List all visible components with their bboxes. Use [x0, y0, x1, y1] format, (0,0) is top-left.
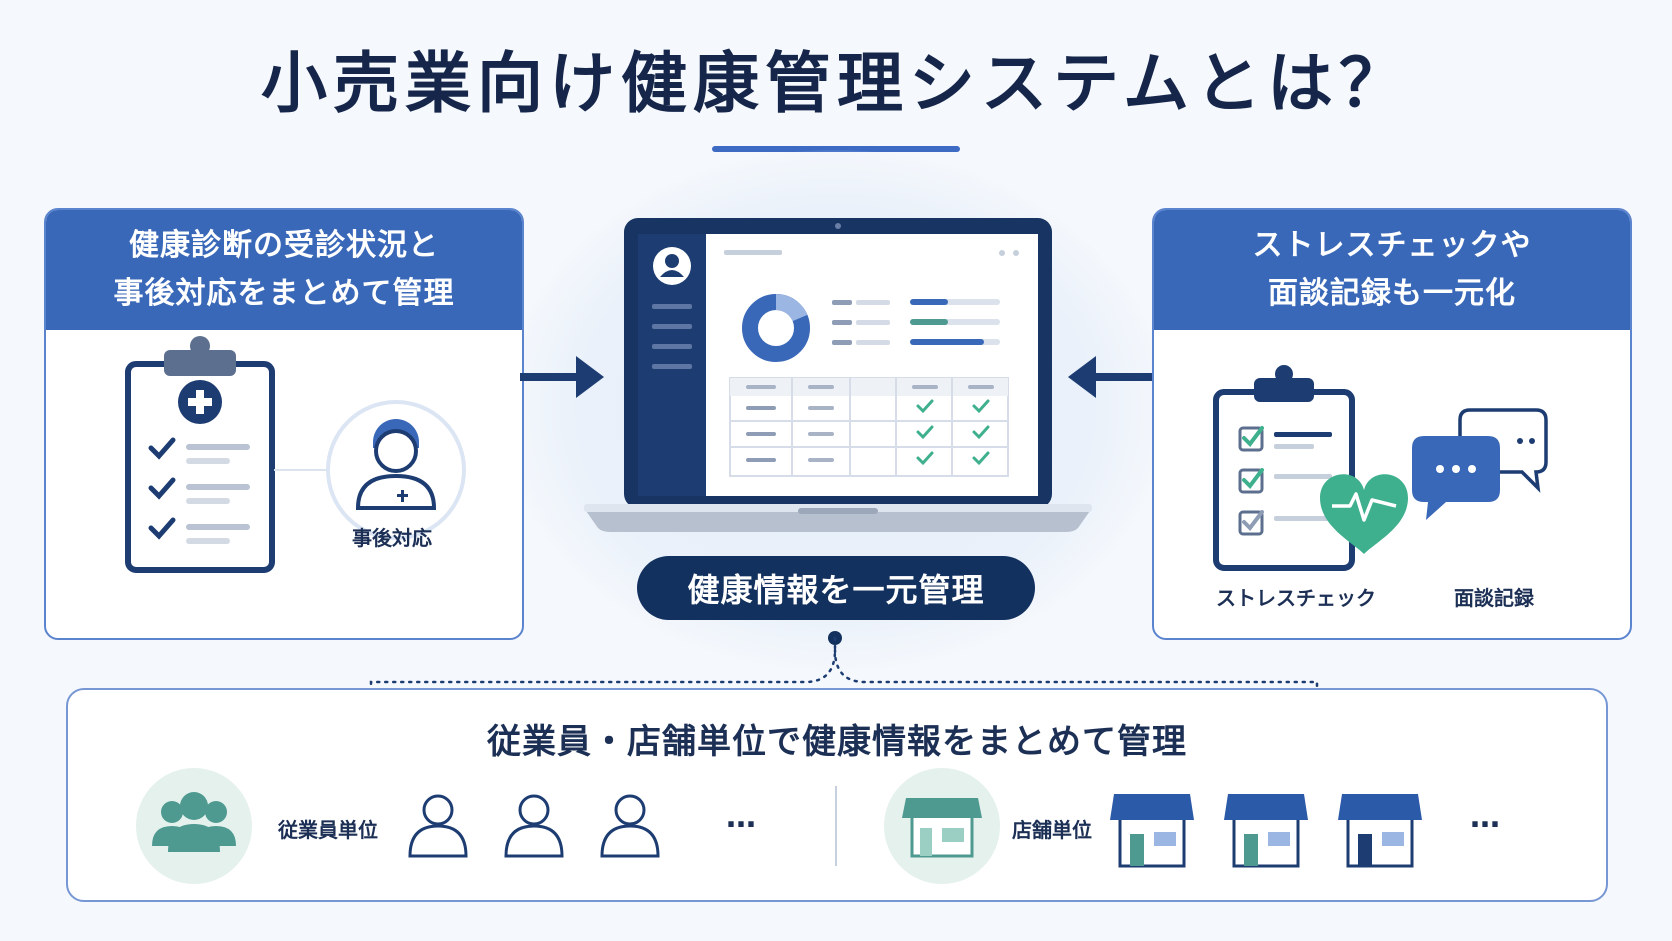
- person-icon: [504, 794, 564, 858]
- person-icon: [600, 794, 660, 858]
- unified-management-pill: 健康情報を一元管理: [637, 556, 1035, 620]
- laptop-dashboard-illustration: [584, 218, 1092, 532]
- stress-check-label: ストレスチェック: [1216, 586, 1376, 610]
- storefront-icon: [1338, 794, 1422, 868]
- followup-label: 事後対応: [352, 526, 432, 550]
- stress-check-header-line2: 面談記録も一元化: [1268, 276, 1516, 311]
- health-checkup-header-line1: 健康診断の受診状況と: [129, 228, 439, 263]
- person-icon: [408, 794, 468, 858]
- checklist-clipboard-icon: [1213, 365, 1355, 571]
- page-title: 小売業向け健康管理システムとは？: [260, 45, 1412, 122]
- units-illustration: [136, 768, 1422, 884]
- health-checkup-panel: 健康診断の受診状況と 事後対応をまとめて管理: [44, 208, 524, 640]
- stress-check-header-line1: ストレスチェックや: [1252, 228, 1532, 263]
- interview-record-label: 面談記録: [1454, 586, 1534, 610]
- bottom-management-panel: 従業員・店舗単位で健康情報をまとめて管理: [66, 688, 1608, 902]
- doctor-icon: [326, 400, 466, 540]
- chat-bubbles-icon: [1412, 408, 1548, 520]
- employee-group-icon: [136, 768, 252, 884]
- health-checkup-illustration: [125, 336, 466, 573]
- employee-more-ellipsis: …: [726, 800, 756, 835]
- store-icon: [884, 768, 1000, 884]
- bottom-panel-title: 従業員・店舗単位で健康情報をまとめて管理: [487, 722, 1187, 762]
- stress-check-panel: ストレスチェックや 面談記録も一元化: [1152, 208, 1632, 640]
- medical-clipboard-icon: [125, 336, 275, 573]
- heart-pulse-icon: [1320, 474, 1408, 554]
- storefront-icon: [1224, 794, 1308, 868]
- storefront-icon: [1110, 794, 1194, 868]
- arrow-left-icon: [1068, 356, 1152, 398]
- arrow-right-icon: [520, 356, 604, 398]
- employee-unit-label: 従業員単位: [278, 818, 378, 842]
- health-checkup-panel-header: 健康診断の受診状況と 事後対応をまとめて管理: [46, 210, 522, 330]
- stress-check-panel-header: ストレスチェックや 面談記録も一元化: [1154, 210, 1630, 330]
- stress-check-illustration: [1213, 365, 1548, 571]
- health-checkup-header-line2: 事後対応をまとめて管理: [113, 276, 455, 311]
- store-more-ellipsis: …: [1470, 800, 1500, 835]
- store-unit-label: 店舗単位: [1012, 818, 1092, 842]
- dotted-connector: [369, 631, 1319, 700]
- title-underline: [712, 146, 960, 152]
